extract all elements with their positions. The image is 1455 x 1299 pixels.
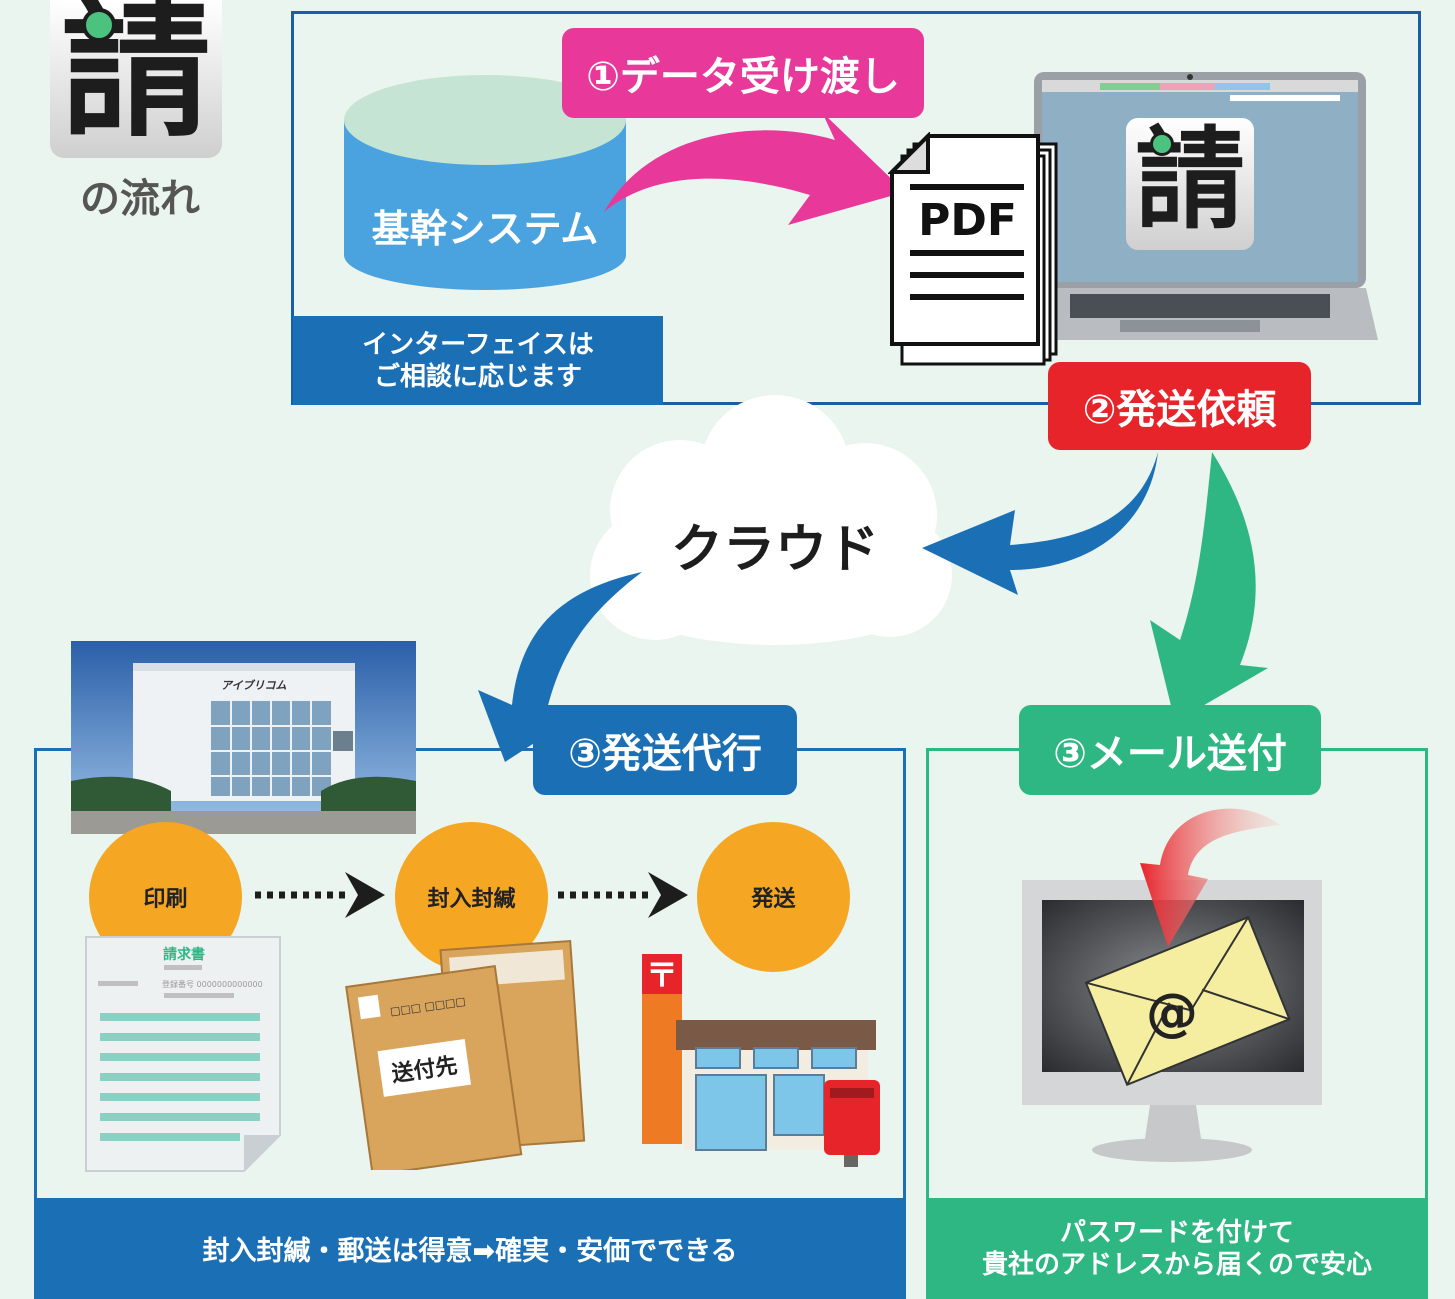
step3-shipping-label: ③発送代行: [533, 705, 797, 795]
email-icon: @: [1146, 983, 1198, 1043]
logo-icon: 請: [50, 0, 222, 158]
laptop-logo: 請: [1126, 116, 1254, 250]
interface-note-line1: インターフェイスは: [362, 329, 594, 360]
pdf-label: PDF: [918, 195, 1017, 246]
right-footer: パスワードを付けて 貴社のアドレスから届くので安心: [926, 1198, 1428, 1299]
invoice-regnum: 登録番号 0000000000000: [162, 979, 263, 989]
logo-dot: [82, 8, 116, 42]
building-photo: アイブリコム: [71, 641, 416, 834]
interface-note: インターフェイスは ご相談に応じます: [293, 316, 663, 405]
post-office-icon: 〒: [642, 954, 880, 1167]
building-sign: アイブリコム: [221, 679, 286, 692]
pdf-icon: [888, 132, 1058, 366]
logo-caption: の流れ: [80, 176, 200, 222]
database-icon: [344, 75, 626, 290]
interface-note-line2: ご相談に応じます: [373, 361, 582, 392]
invoice-title: 請求書: [163, 946, 205, 963]
envelope-icon: □□□ □□□□ 送付先: [345, 940, 586, 1170]
database-label: 基幹システム: [371, 207, 599, 251]
cloud-label: クラウド: [670, 520, 879, 580]
step3-mail-label: ③メール送付: [1019, 705, 1321, 795]
laptop-logo-dot: [1150, 132, 1174, 156]
invoice-icon: 請求書 登録番号 0000000000000: [85, 936, 281, 1172]
monitor-icon: @: [1022, 808, 1322, 1162]
top-frame: [291, 11, 1421, 405]
step1-label: ①データ受け渡し: [562, 28, 924, 118]
cloud-icon: [590, 395, 952, 645]
left-panel: [34, 748, 906, 1299]
left-footer: 封入封緘・郵送は得意➡確実・安価でできる: [34, 1198, 906, 1299]
right-footer-line1: パスワードを付けて: [1059, 1217, 1294, 1248]
post-symbol: 〒: [646, 956, 678, 994]
step2-label: ②発送依頼: [1048, 362, 1311, 450]
step-ship: 発送: [697, 822, 850, 972]
right-footer-line2: 貴社のアドレスから届くので安心: [981, 1249, 1372, 1280]
